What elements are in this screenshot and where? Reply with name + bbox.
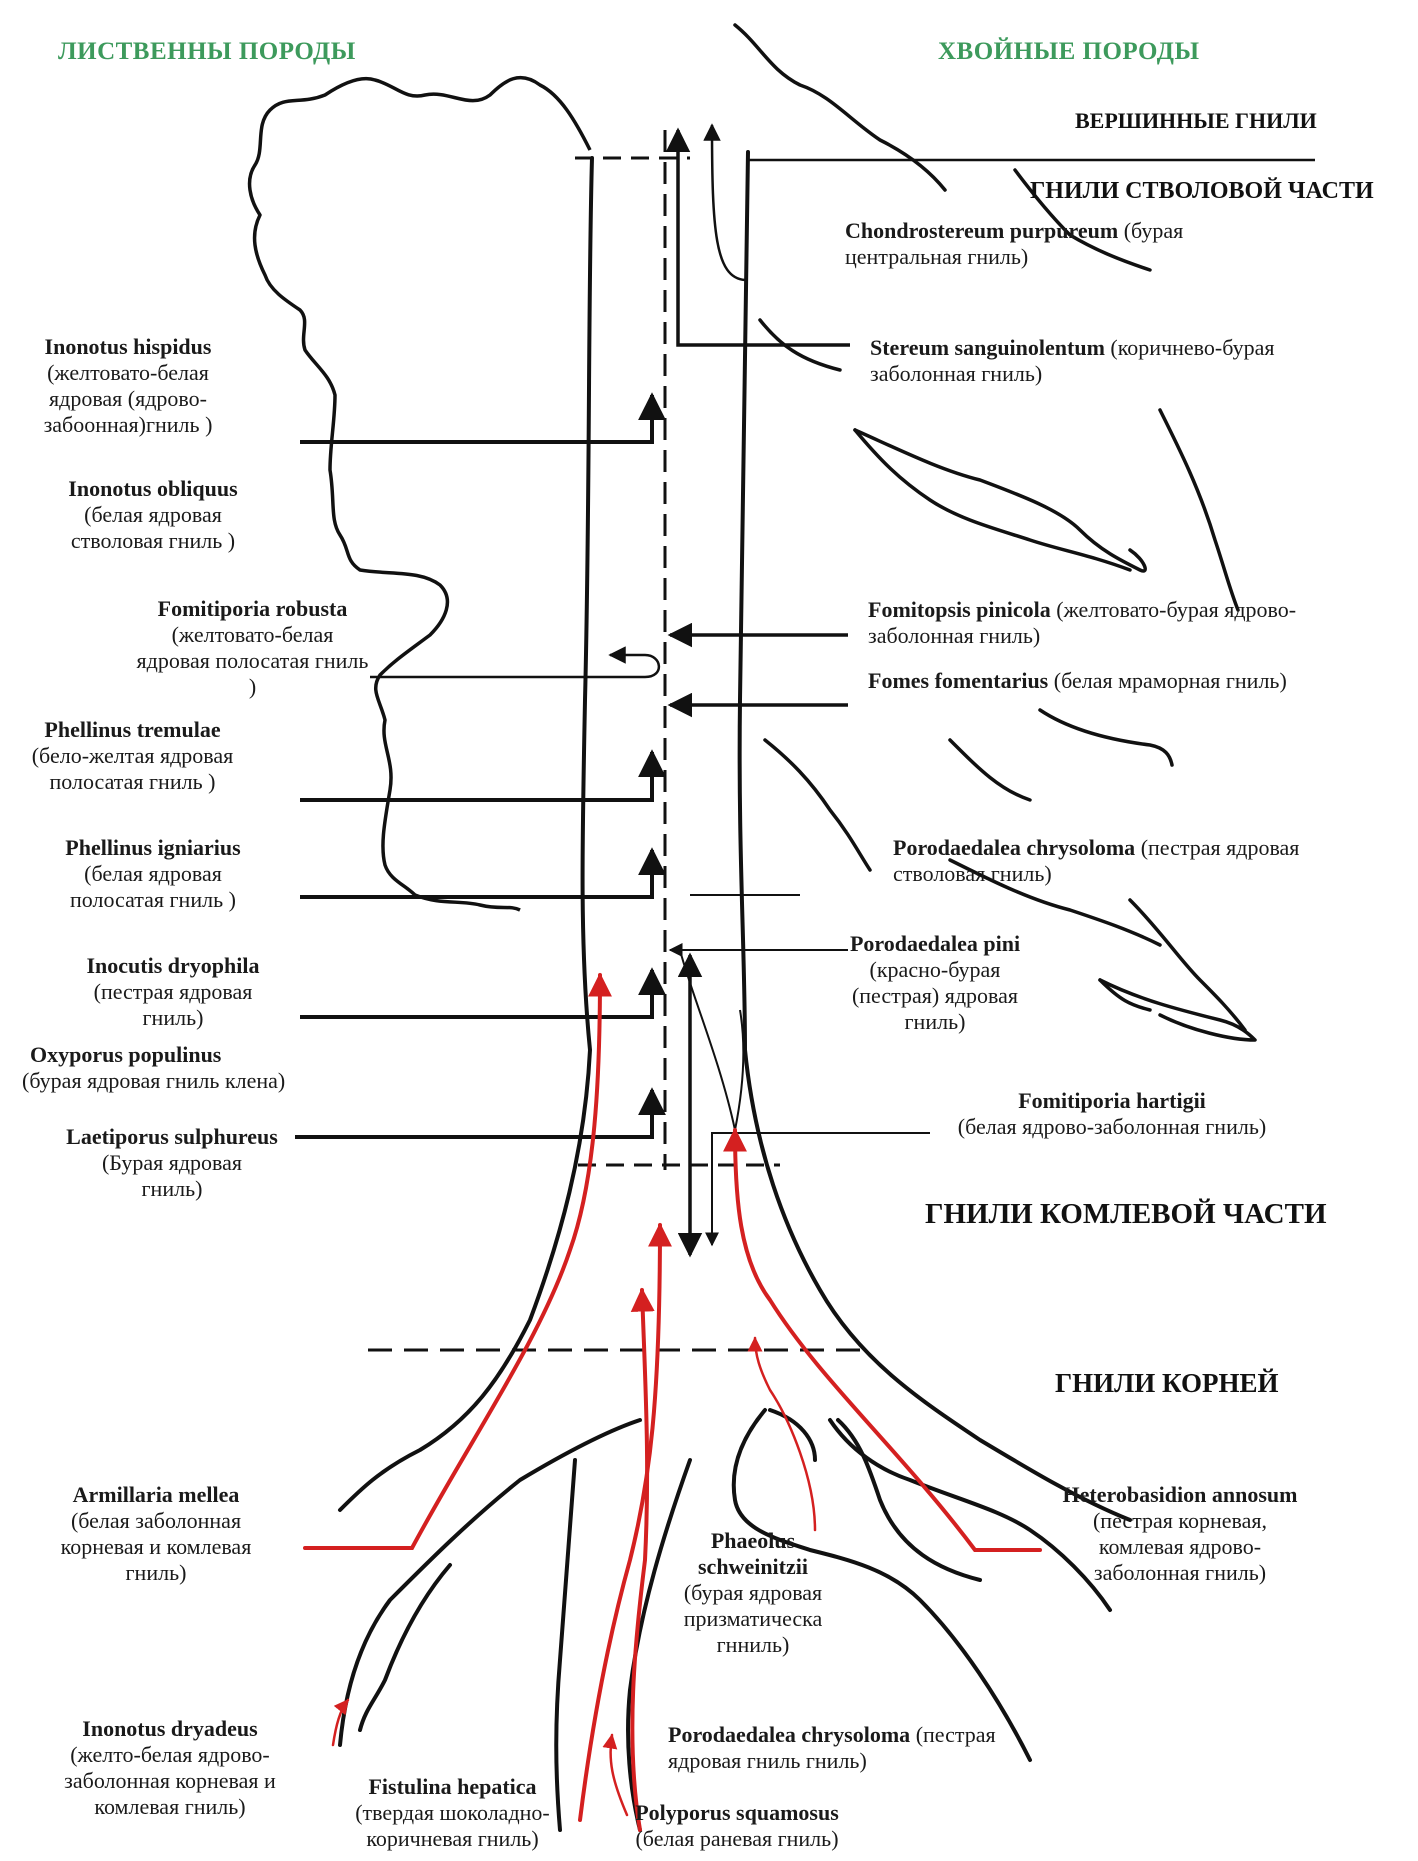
label-fomitiporia-hartigii: Fomitiporia hartigii(белая ядрово-заболо… (922, 1088, 1302, 1140)
label-stereum-sanguinolentum: Stereum sanguinolentum (коричнево-бурая … (870, 335, 1310, 387)
label-heterobasidion-annosum: Heterobasidion annosum(пестрая корневая,… (1050, 1482, 1310, 1586)
label-fomitopsis-pinicola: Fomitopsis pinicola (желтовато-бурая ядр… (868, 597, 1318, 649)
label-chondrostereum-purpureum: Chondrostereum purpureum (бурая централь… (845, 218, 1265, 270)
label-fomes-fomentarius: Fomes fomentarius (белая мраморная гниль… (868, 668, 1318, 694)
label-porodaedalea-pini: Porodaedalea pini(красно-бурая (пестрая)… (830, 931, 1040, 1035)
label-inocutis-dryophila: Inocutis dryophila(пестрая ядровая гниль… (62, 953, 284, 1031)
label-polyporus-squamosus: Polyporus squamosus(белая раневая гниль) (612, 1800, 862, 1852)
zone-root-rots: ГНИЛИ КОРНЕЙ (1055, 1368, 1278, 1399)
header-deciduous: ЛИСТВЕННЫ ПОРОДЫ (58, 38, 356, 66)
label-fistulina-hepatica: Fistulina hepatica(твердая шоколадно-кор… (335, 1774, 570, 1852)
label-fomitiporia-robusta: Fomitiporia robusta(желтовато-белая ядро… (135, 596, 370, 700)
label-inonotus-obliquus: Inonotus obliquus(белая ядровая стволова… (42, 476, 264, 554)
label-porodaedalea-chrysoloma-root: Porodaedalea chrysoloma (пестрая ядровая… (668, 1722, 1068, 1774)
label-phellinus-igniarius: Phellinus igniarius(белая ядровая полоса… (42, 835, 264, 913)
label-porodaedalea-chrysoloma-stem: Porodaedalea chrysoloma (пестрая ядровая… (893, 835, 1303, 887)
deciduous-crown-outline (250, 78, 590, 910)
zone-stem-rots: ГНИЛИ СТВОЛОВОЙ ЧАСТИ (1030, 178, 1374, 205)
label-phaeolus-schweinitzii: Phaeolus schweinitzii(бурая ядровая приз… (668, 1528, 838, 1658)
label-inonotus-dryadeus: Inonotus dryadeus(желто-белая ядрово-заб… (35, 1716, 305, 1820)
zone-top-rots: ВЕРШИННЫЕ ГНИЛИ (1075, 108, 1317, 134)
zone-boundaries (368, 130, 1315, 1350)
label-oxyporus-populinus: Oxyporus populinus(бурая ядровая гниль к… (22, 1042, 362, 1094)
label-armillaria-mellea: Armillaria mellea(белая заболонная корне… (40, 1482, 272, 1586)
deciduous-arrows (295, 395, 659, 1137)
label-inonotus-hispidus: Inonotus hispidus(желтовато-белая ядрова… (22, 334, 234, 438)
label-phellinus-tremulae: Phellinus tremulae(бело-желтая ядровая п… (5, 717, 260, 795)
label-laetiporus-sulphureus: Laetiporus sulphureus(Бурая ядровая гнил… (42, 1124, 302, 1202)
header-coniferous: ХВОЙНЫЕ ПОРОДЫ (938, 38, 1200, 66)
zone-butt-rots: ГНИЛИ КОМЛЕВОЙ ЧАСТИ (925, 1198, 1327, 1231)
